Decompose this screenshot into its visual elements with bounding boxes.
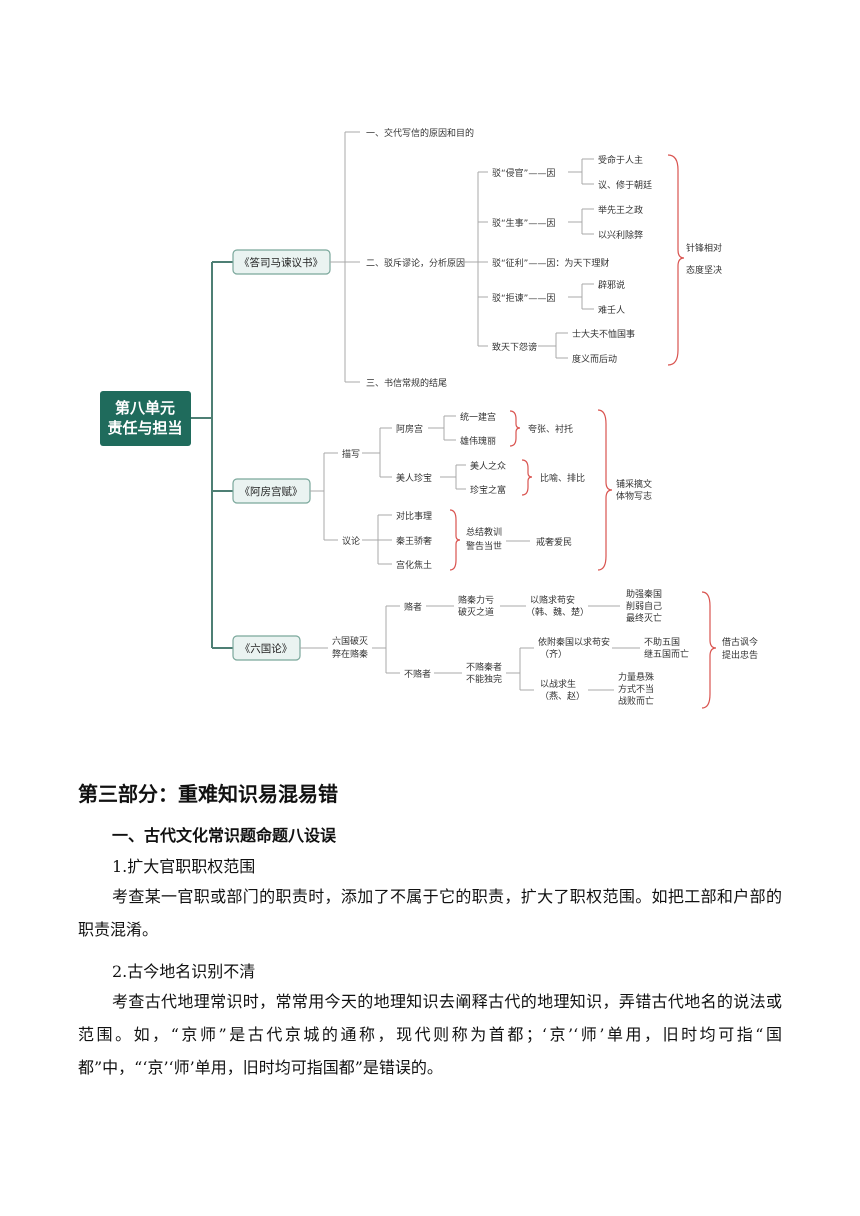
b1-section3: 三、书信常规的结尾	[366, 377, 447, 389]
b1-r1a: 受命于人主	[598, 154, 643, 166]
branch1-lines	[330, 131, 360, 383]
b2-afg-brace	[509, 410, 521, 447]
b1-r4-fork	[568, 283, 594, 310]
b2-yN3: 戒奢爱民	[536, 536, 572, 548]
b3-bl-fork	[506, 647, 534, 691]
b3-bl5: 不助五国	[644, 636, 680, 648]
b2-note1: 铺采摛文	[616, 478, 652, 490]
b3-bl1: 不赂秦者	[466, 661, 502, 673]
b1-brace	[667, 154, 685, 366]
b1-r2-fork	[568, 208, 594, 235]
b1-r5-fork	[538, 332, 568, 359]
b2-mr1: 美人之众	[470, 460, 506, 472]
b3-bl: 不赂者	[404, 668, 431, 680]
b1-r5a: 士大夫不恤国事	[572, 328, 635, 340]
b2-mr-fork	[440, 464, 466, 490]
b1-section1: 一、交代写信的原因和目的	[366, 127, 474, 139]
root-node	[100, 391, 191, 446]
b3-lu4: （韩、魏、楚）	[526, 606, 589, 618]
item-1-heading: 1.扩大官职职权范围	[112, 857, 256, 876]
b2-afg-fork	[428, 415, 456, 441]
b2-yN1: 总结教训	[466, 526, 502, 538]
b3-brace	[701, 591, 717, 709]
section-title: 第三部分：重难知识易混易错	[78, 782, 338, 806]
b2-describe-fork	[362, 427, 392, 478]
b1-r5b: 度义而后动	[572, 353, 617, 365]
branch2-title: 《阿房宫赋》	[240, 485, 303, 498]
b2-y2: 秦王骄奢	[396, 535, 432, 547]
b2-discuss-fork	[362, 514, 392, 565]
item-2-heading: 2.古今地名识别不清	[112, 962, 256, 981]
b3-bl6: 继五国而亡	[644, 648, 689, 660]
root-connector	[191, 261, 233, 649]
b1-r4b: 难壬人	[598, 305, 625, 316]
b3-bl9: 力量悬殊	[618, 671, 654, 683]
b2-mr-note: 比喻、排比	[540, 472, 585, 484]
b2-afg-note: 夸张、衬托	[528, 423, 573, 435]
root-line2: 责任与担当	[107, 419, 182, 437]
b1-r2b: 以兴利除弊	[598, 229, 643, 241]
b2-afg: 阿房宫	[396, 423, 423, 435]
b2-afg1: 统一建宫	[460, 411, 496, 423]
b2-y1: 对比事理	[396, 510, 432, 522]
b2-brace	[597, 409, 613, 571]
b1-rebut3: 驳“征利”——因：为天下理财	[492, 257, 609, 269]
b1-rebut2: 驳“生事”——因	[492, 217, 555, 229]
b2-y3: 宫化焦土	[396, 559, 432, 571]
b3-note2: 提出忠告	[722, 649, 758, 661]
b3-bl2: 不能独完	[466, 673, 502, 685]
b3-lu: 赂者	[404, 601, 422, 613]
b2-mr: 美人珍宝	[396, 472, 432, 484]
b3-bl4: （齐）	[540, 648, 567, 660]
b2-afg2: 雄伟瑰丽	[460, 435, 496, 447]
b3-lu6: 削弱自己	[626, 600, 662, 612]
b3-bl3: 依附秦国以求苟安	[538, 636, 610, 648]
branch1-title: 《答司马谏议书》	[239, 256, 323, 269]
b3-cause2: 弊在赂秦	[332, 648, 368, 660]
b3-bl11: 战败而亡	[618, 695, 654, 707]
b1-r4a: 辟邪说	[598, 279, 625, 291]
b3-bl10: 方式不当	[618, 683, 654, 695]
b2-discuss: 议论	[342, 535, 360, 547]
b3-lu3: 以赂求苟安	[530, 594, 575, 606]
b1-section2: 二、驳斥谬论，分析原因	[366, 257, 465, 269]
b2-note2: 体物写志	[616, 490, 652, 502]
b3-lu5: 助强秦国	[626, 588, 662, 600]
b3-lu2: 破灭之道	[458, 606, 494, 618]
b1-note1: 针锋相对	[686, 242, 722, 254]
b2-mr-brace	[521, 459, 533, 496]
b3-lu1: 赂秦力亏	[458, 594, 494, 606]
root-line1: 第八单元	[115, 399, 175, 417]
b1-note2: 态度坚决	[686, 264, 722, 276]
b1-r1-fork	[568, 158, 594, 185]
b2-yN2: 警告当世	[466, 540, 502, 552]
b2-describe: 描写	[342, 448, 360, 460]
b3-bl7: 以战求生	[540, 678, 576, 690]
mind-map: 第八单元 责任与担当 《答司马谏议书》 一、交代写信的原因和目的 二、驳斥谬论，…	[100, 127, 758, 709]
b1-rebut5: 致天下怨谤	[492, 341, 537, 353]
item-1-paragraph: 考查某一官职或部门的职责时，添加了不属于它的职责，扩大了职权范围。如把工部和户部…	[78, 887, 782, 939]
b1-r1b: 议、修于朝廷	[598, 179, 652, 191]
b1-rebut4: 驳“拒谏”——因	[492, 292, 555, 304]
b2-discuss-brace	[449, 509, 461, 571]
b3-cause1: 六国破灭	[332, 635, 368, 647]
branch3-title: 《六国论》	[240, 642, 293, 655]
b1-rebut1: 驳“侵官”——因	[492, 167, 555, 179]
b1-rebut-lines	[460, 171, 488, 347]
branch2-lines	[310, 452, 338, 541]
b3-note1: 借古讽今	[722, 636, 758, 648]
b3-bl8: （燕、赵）	[540, 690, 585, 702]
sub-title: 一、古代文化常识题命题八设误	[112, 826, 337, 845]
b1-r2a: 举先王之政	[598, 204, 643, 216]
b2-mr2: 珍宝之富	[470, 484, 506, 496]
b3-lu7: 最终灭亡	[626, 612, 662, 624]
item-2-paragraph: 考查古代地理常识时，常常用今天的地理知识去阐释古代的地理知识，弄错古代地名的说法…	[78, 992, 782, 1077]
b3-fork	[372, 605, 400, 674]
